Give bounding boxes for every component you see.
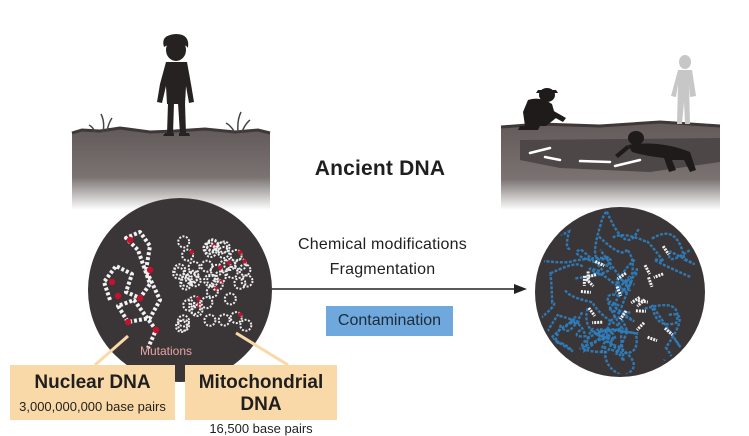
mitochondrial-dna-base-pairs: 16,500 base pairs (209, 421, 313, 436)
ancient-human-silhouette (157, 34, 194, 136)
nuclear-dna-base-pairs: 3,000,000,000 base pairs (19, 399, 166, 414)
callout-lines (94, 331, 289, 367)
diagram-title: Ancient DNA (314, 157, 446, 180)
nuclear-dna-title: Nuclear DNA (34, 372, 151, 393)
contamination-badge: Contamination (326, 306, 453, 336)
preserved-dna-circle (88, 198, 272, 382)
arrow-right (272, 284, 527, 294)
nuclear-dna-box: Nuclear DNA 3,000,000,000 base pairs (10, 365, 175, 420)
mitochondrial-dna-title: Mitochondrial DNA (198, 372, 324, 415)
left-soil-block (71, 111, 271, 210)
archaeologist-silhouettes (518, 55, 696, 172)
process-chemical-modifications: Chemical modifications (298, 236, 467, 253)
mitochondrial-dna-box: Mitochondrial DNA 16,500 base pairs (185, 365, 337, 436)
mutations-label: Mutations (140, 344, 193, 358)
process-fragmentation: Fragmentation (329, 261, 436, 278)
